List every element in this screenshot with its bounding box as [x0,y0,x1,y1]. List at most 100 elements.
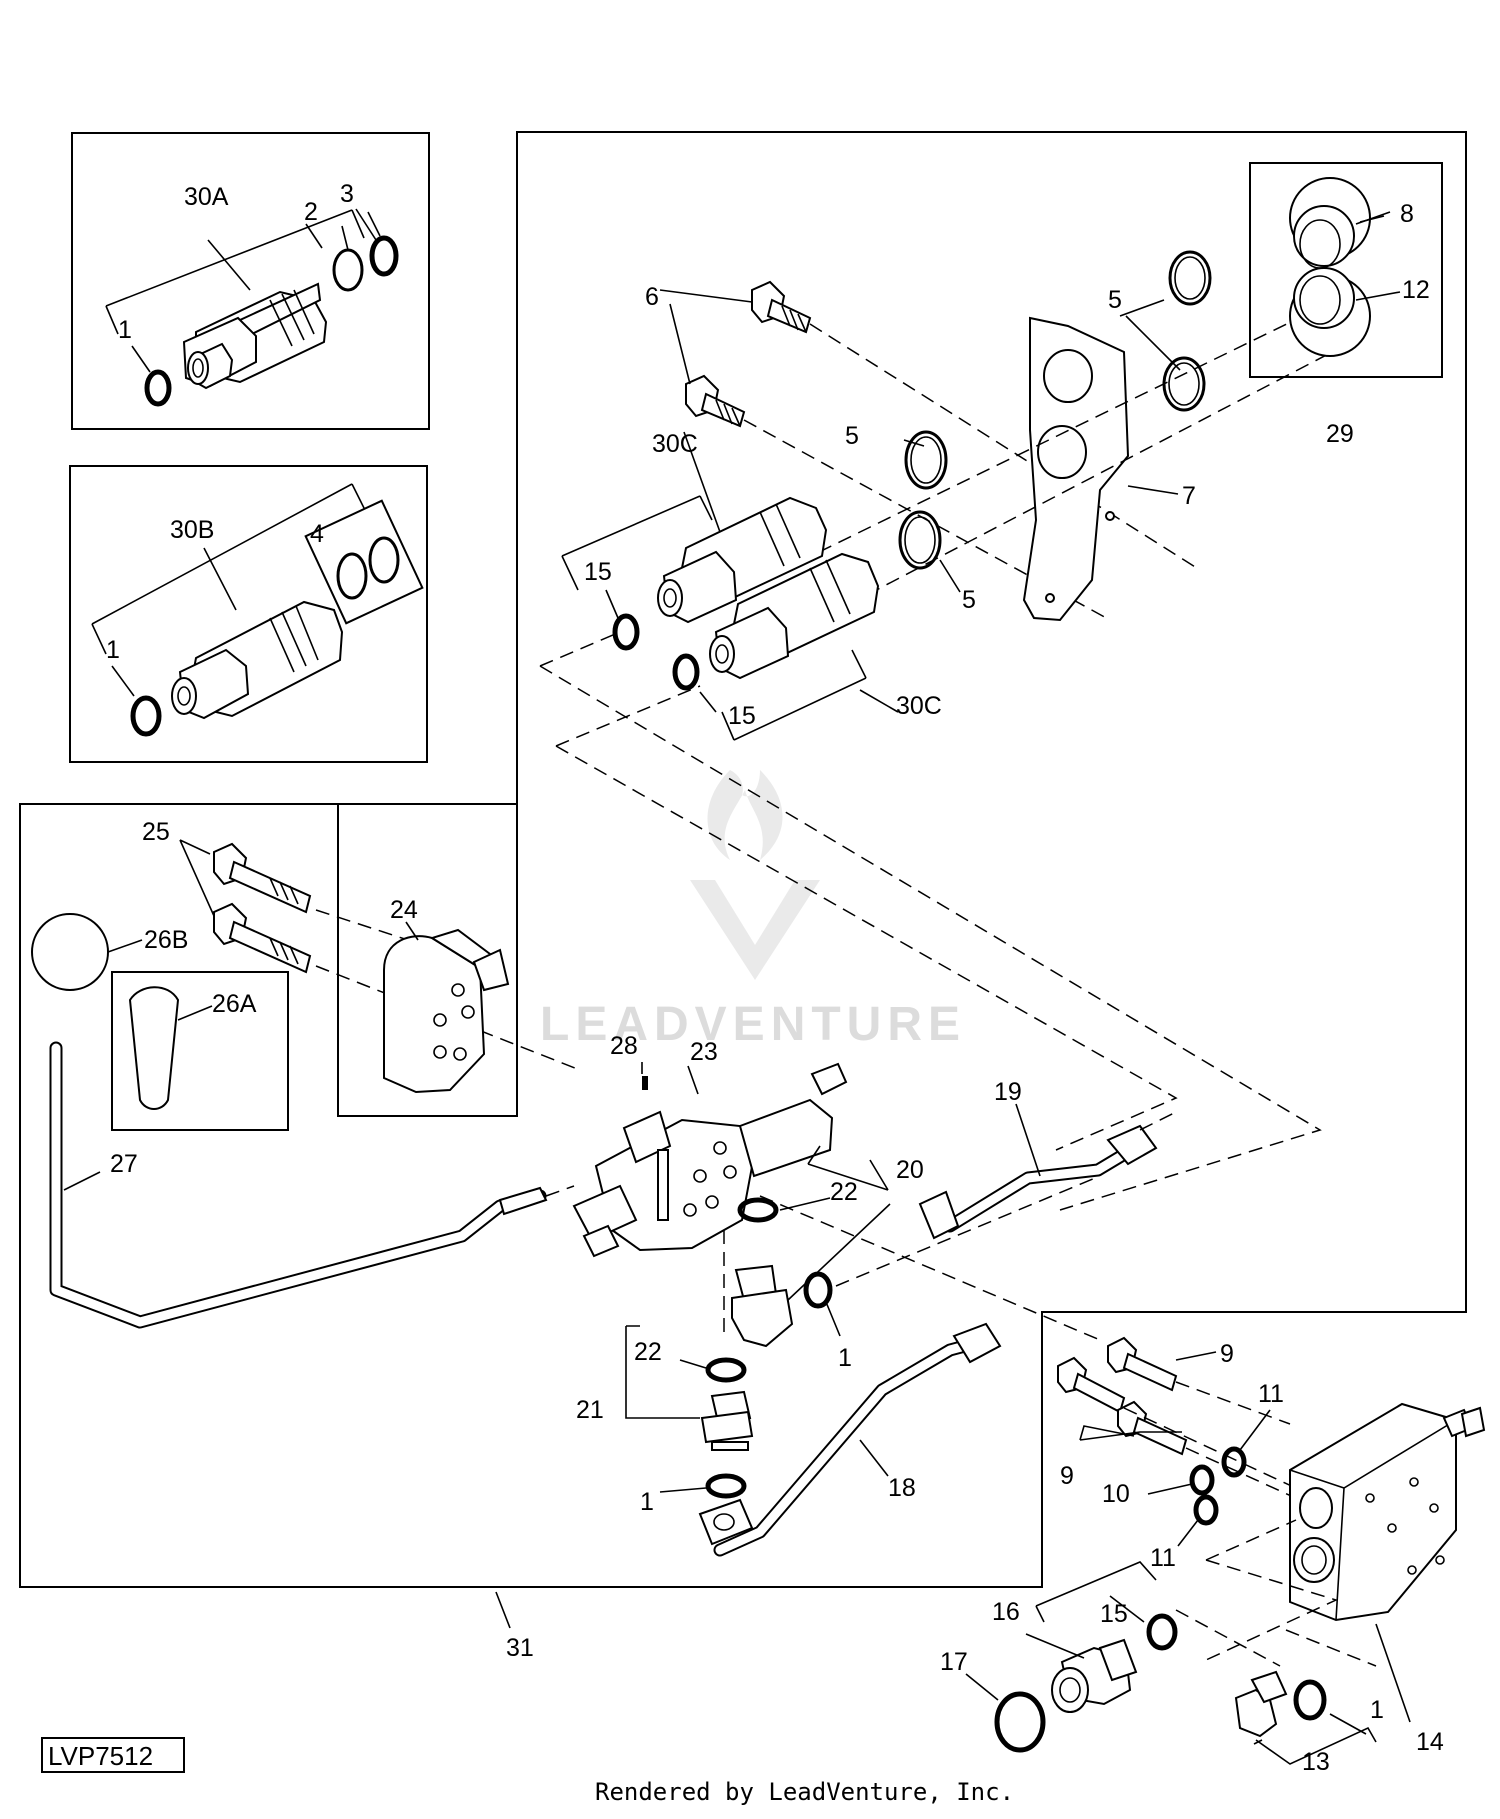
bolt-9-lower [1117,1400,1188,1456]
o-ring-17 [994,1691,1046,1753]
callout-2: 2 [304,198,318,226]
callout-5-c: 5 [962,586,976,614]
callout-9-a: 9 [1220,1340,1234,1368]
bolt-9-upper [1107,1336,1178,1392]
callout-21: 21 [576,1396,604,1424]
callout-26b: 26B [144,926,188,954]
callout-30a: 30A [184,183,229,211]
callout-27: 27 [110,1150,138,1178]
retaining-ring-5-mid-a [904,430,948,490]
callout-6: 6 [645,283,659,311]
detail-box-30b [69,465,428,763]
detail-box-29 [1249,162,1443,378]
callout-9-b: 9 [1060,1462,1074,1490]
callout-22-a: 22 [830,1178,858,1206]
callout-23: 23 [690,1038,718,1066]
bolt-6-lower [685,374,746,428]
o-ring-15-c [1146,1613,1178,1651]
o-ring-3 [369,235,399,277]
callout-30c-a: 30C [652,430,698,458]
callout-8: 8 [1400,200,1414,228]
seal-4a [336,552,368,600]
retaining-ring-5-upper-b [1162,356,1206,412]
callout-1-a: 1 [118,316,132,344]
callout-15-b: 15 [728,702,756,730]
callout-13: 13 [1302,1748,1330,1776]
o-ring-1-d [705,1473,747,1499]
coupler-30c-upper [657,496,828,624]
o-ring-22-lower [705,1357,747,1383]
callout-25: 25 [142,818,170,846]
seal-4b [368,536,400,584]
plug-28 [642,1076,648,1090]
callout-14: 14 [1416,1728,1444,1756]
footer-credit: Rendered by LeadVenture, Inc. [595,1778,1014,1806]
callout-26a: 26A [212,990,257,1018]
callout-1-c: 1 [838,1344,852,1372]
o-ring-1-c [803,1271,833,1309]
bracket-7 [1022,316,1130,622]
adapter-fitting-21 [700,1390,754,1451]
hydraulic-line-18 [698,1322,1002,1557]
o-ring-11-lower [1193,1494,1219,1526]
callout-15-a: 15 [584,558,612,586]
o-ring-1 [144,369,172,407]
watermark-text: LEADVENTURE [540,998,966,1051]
coupler-30a [105,208,399,407]
fitting-16 [1051,1638,1138,1713]
callout-10: 10 [1102,1480,1130,1508]
callout-1-e: 1 [1370,1696,1384,1724]
hydraulic-line-19 [918,1124,1158,1240]
callout-15-c: 15 [1100,1600,1128,1628]
coupler-30b [91,483,424,737]
callout-3: 3 [340,180,354,208]
o-ring-1-e [1293,1679,1327,1721]
coupler-30c-lower [709,552,880,680]
callout-30b: 30B [170,516,214,544]
selector-valve-23 [572,1062,848,1258]
callout-4: 4 [310,520,324,548]
knob-26a [128,986,180,1110]
callout-11-b: 11 [1150,1544,1176,1572]
figure-code-box [41,1737,185,1773]
callout-5-a: 5 [1108,286,1122,314]
callout-20: 20 [896,1156,924,1184]
retaining-ring-5-upper-a [1168,250,1212,306]
watermark-logo-icon [690,770,820,980]
o-ring-22-upper [737,1197,779,1223]
callout-29: 29 [1326,420,1354,448]
o-ring-11-upper [1221,1446,1247,1478]
knob-26b [31,913,109,991]
manifold-block-14 [1289,1402,1486,1622]
callout-5-b: 5 [845,422,859,450]
control-lever-27 [49,1041,548,1329]
bolt-25-upper [213,842,312,914]
callout-19: 19 [994,1078,1022,1106]
callout-7: 7 [1182,482,1196,510]
bolt-25-lower [213,902,312,974]
dust-cap-12 [1289,267,1371,357]
plug-13 [1234,1670,1288,1738]
callout-12: 12 [1402,276,1430,304]
o-ring-2 [332,248,364,292]
callout-28: 28 [610,1032,638,1060]
callout-18: 18 [888,1474,916,1502]
o-ring-15-upper [612,613,640,651]
bolt-6-upper [751,280,812,334]
figure-code: LVP7512 [48,1741,153,1771]
callout-30c-b: 30C [896,692,942,720]
dust-cap-8 [1289,177,1371,269]
callout-16: 16 [992,1598,1020,1626]
assembly-frame-24 [337,803,518,1117]
detail-box-30a [71,132,430,430]
callout-1-d: 1 [640,1488,654,1516]
callout-22-b: 22 [634,1338,662,1366]
retaining-ring-5-mid-b [898,510,942,570]
detail-box-26a [111,971,289,1131]
elbow-fitting-20 [731,1264,794,1348]
callout-17: 17 [940,1648,968,1676]
callout-24: 24 [390,896,418,924]
callout-1-b: 1 [106,636,120,664]
o-ring-15-lower [672,653,700,691]
